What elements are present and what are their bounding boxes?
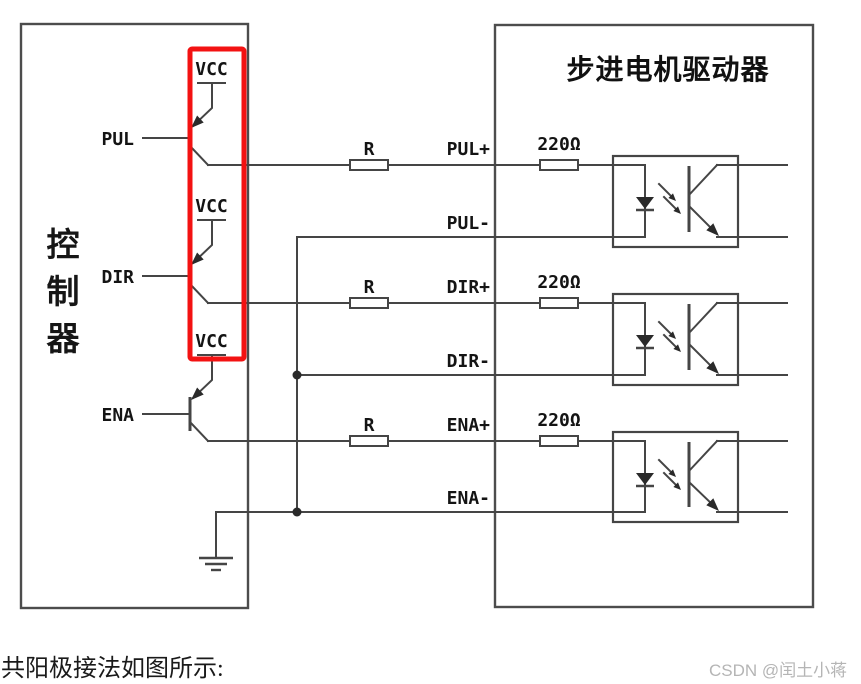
controller-box: [19, 22, 250, 610]
controller-box-label: 控制器: [41, 227, 77, 368]
pul-signal-label: PUL: [101, 129, 134, 150]
dir-photo-emitter-arrow-icon: [706, 361, 719, 374]
ena-vcc-label: VCC: [195, 331, 228, 352]
dir-optocoupler: [611, 292, 740, 387]
channel-dir: DIR VCC R 220Ω DIR+ DIR-: [101, 196, 788, 387]
ground-symbol-icon: [199, 511, 233, 572]
ena-photo-emitter-arrow-icon: [706, 498, 719, 511]
dir-photo-collector-wire: [687, 301, 719, 335]
dir-driver-resistor: [539, 297, 579, 309]
pul-led-icon: [636, 197, 654, 209]
ena-minus-label: ENA-: [447, 488, 490, 509]
pul-minus-label: PUL-: [447, 213, 490, 234]
ena-signal-label: ENA: [101, 405, 134, 426]
dir-minus-label: DIR-: [447, 351, 490, 372]
dir-light-arrow-2: [662, 333, 678, 349]
ena-photo-collector-wire: [687, 439, 719, 473]
dir-light-arrow-1: [657, 320, 673, 336]
pul-vcc-arrow-icon: [191, 115, 204, 128]
ena-vcc-arrow-icon: [191, 387, 204, 400]
pul-plus-label: PUL+: [447, 139, 491, 160]
driver-box: [493, 23, 815, 609]
vcc-highlight-box: [187, 46, 247, 362]
pul-emitter-wire: [188, 144, 210, 167]
ena-light-arrow-1: [657, 458, 673, 474]
junction-dot-dir: [292, 370, 302, 380]
ena-driver-resistor: [539, 435, 579, 447]
channel-ena: ENA VCC R 220Ω ENA+ ENA-: [101, 331, 788, 524]
pul-driver-resistor: [539, 159, 579, 171]
csdn-watermark: CSDN @闰土小蒋: [709, 661, 848, 680]
driver-box-title: 步进电机驱动器: [566, 54, 769, 85]
pul-resistor-label: R: [364, 139, 375, 160]
dir-plus-label: DIR+: [447, 277, 491, 298]
dir-vcc-label: VCC: [195, 196, 228, 217]
ena-light-arrow-1-head-icon: [668, 469, 676, 477]
ena-led-icon: [636, 473, 654, 485]
pul-photo-emitter-arrow-icon: [706, 223, 719, 236]
pul-220-label: 220Ω: [537, 134, 581, 155]
ena-220-label: 220Ω: [537, 410, 581, 431]
dir-light-arrow-1-head-icon: [668, 331, 676, 339]
ena-emitter-wire: [188, 420, 210, 443]
dir-emitter-wire: [188, 282, 210, 305]
dir-220-label: 220Ω: [537, 272, 581, 293]
ena-resistor-label: R: [364, 415, 375, 436]
ena-optocoupler: [611, 430, 740, 524]
pul-optocoupler: [611, 154, 740, 249]
pul-series-resistor: [349, 159, 389, 171]
channel-pul: PUL VCC R 220Ω PUL+ PUL-: [101, 59, 788, 249]
ena-series-resistor: [349, 435, 389, 447]
figure-caption: 共阳极接法如图所示:: [1, 656, 224, 682]
dir-series-resistor: [349, 297, 389, 309]
ena-light-arrow-2: [662, 471, 678, 487]
pul-opto-box: [611, 154, 740, 249]
dir-led-icon: [636, 335, 654, 347]
pul-vcc-label: VCC: [195, 59, 228, 80]
dir-signal-label: DIR: [101, 267, 134, 288]
pul-light-arrow-1-head-icon: [668, 193, 676, 201]
dir-resistor-label: R: [364, 277, 375, 298]
junction-dot-ena: [292, 507, 302, 517]
ena-plus-label: ENA+: [447, 415, 491, 436]
dir-vcc-arrow-icon: [191, 252, 204, 265]
dir-light-arrow-2-head-icon: [673, 344, 681, 352]
ena-light-arrow-2-head-icon: [673, 482, 681, 490]
ena-opto-box: [611, 430, 740, 524]
pul-light-arrow-2: [662, 195, 678, 211]
pul-light-arrow-1: [657, 182, 673, 198]
dir-opto-box: [611, 292, 740, 387]
pul-light-arrow-2-head-icon: [673, 206, 681, 214]
pul-photo-collector-wire: [687, 163, 719, 197]
